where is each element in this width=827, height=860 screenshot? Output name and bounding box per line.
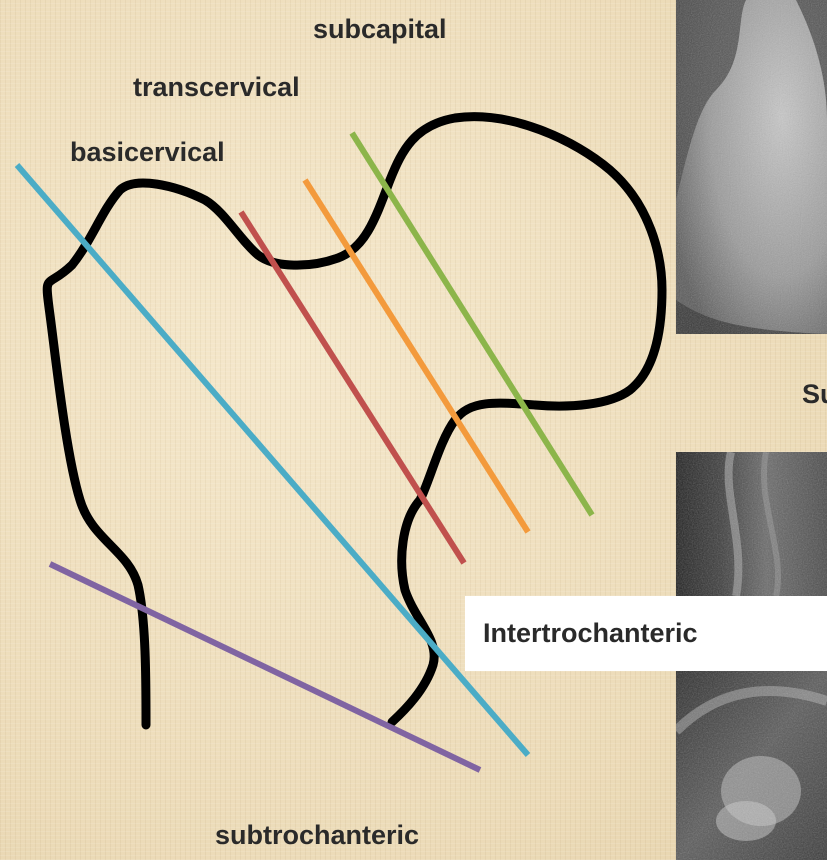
- label-basicervical: basicervical: [70, 139, 225, 166]
- label-cut-off: Su: [802, 381, 827, 408]
- xray-image-bottom: [676, 671, 827, 860]
- xray-image-middle: [676, 452, 827, 596]
- subcapital-line: [352, 133, 592, 515]
- label-subcapital: subcapital: [313, 16, 447, 43]
- label-intertrochanteric: Intertrochanteric: [483, 620, 698, 647]
- xray-image-top: [676, 0, 827, 334]
- label-transcervical: transcervical: [133, 74, 300, 101]
- intertrochanteric-line: [17, 165, 528, 755]
- subtrochanteric-line: [50, 564, 480, 770]
- basicervical-line: [241, 212, 464, 563]
- label-subtrochanteric: subtrochanteric: [215, 822, 419, 849]
- intertrochanteric-label-box: Intertrochanteric: [465, 596, 827, 671]
